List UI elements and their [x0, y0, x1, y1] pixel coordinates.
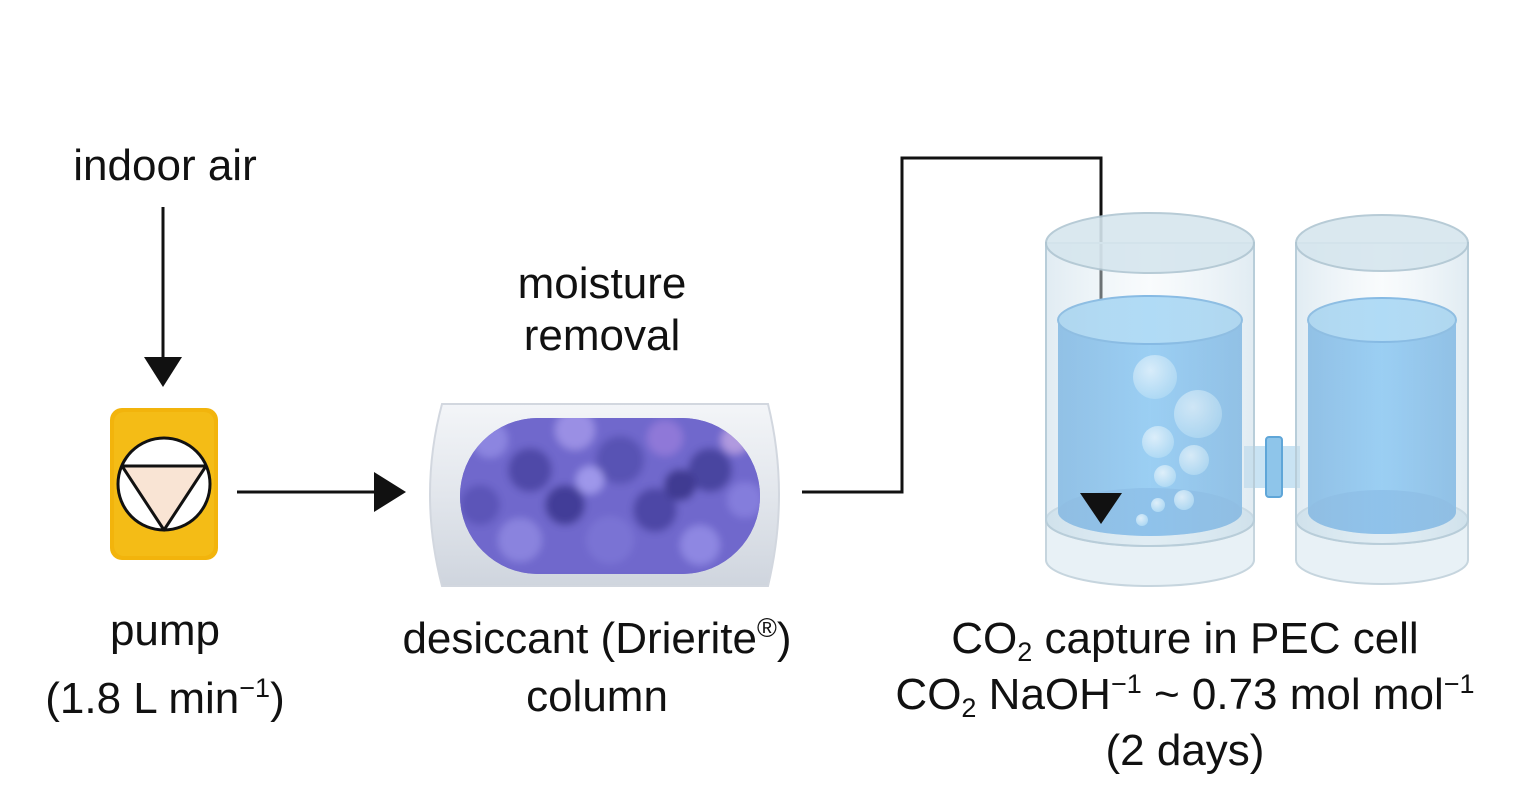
desiccant-column-icon	[429, 403, 780, 587]
ratio-co-subscript: 2	[961, 693, 977, 723]
pump-rate-close: )	[270, 674, 285, 723]
capture-line-2: CO2 NaOH−1 ~ 0.73 mol mol−1	[855, 669, 1515, 723]
indoor-air-label: indoor air	[45, 140, 285, 192]
indoor-air-text: indoor air	[73, 141, 257, 190]
pec-cell-icon	[1045, 212, 1469, 587]
capture-line-1: CO2 capture in PEC cell	[855, 613, 1515, 667]
desiccant-text: desiccant (Drierite	[402, 614, 757, 663]
capture-co-subscript: 2	[1017, 637, 1033, 667]
moisture-line-1: moisture	[517, 259, 687, 308]
gas-inlet-arrowhead	[1080, 493, 1122, 524]
pump-to-column-arrow	[237, 472, 406, 512]
ratio-naoh-text: NaOH	[976, 670, 1111, 719]
ratio-co-text: CO	[895, 670, 962, 719]
air-inlet-arrow	[144, 207, 182, 387]
desiccant-line-1: desiccant (Drierite®)	[365, 613, 829, 665]
capture-co-text: CO	[951, 614, 1018, 663]
desiccant-label: desiccant (Drierite®) column	[365, 613, 829, 723]
capture-duration: (2 days)	[1105, 726, 1265, 775]
desiccant-close: )	[776, 614, 792, 663]
pump-label: pump (1.8 L min−1)	[20, 605, 310, 725]
desiccant-line-2: column	[526, 672, 668, 721]
pump-icon	[110, 408, 218, 560]
moisture-removal-label: moisture removal	[470, 258, 734, 362]
pump-rate-text: (1.8 L min	[45, 674, 240, 723]
ratio-naoh-exponent: −1	[1110, 669, 1142, 699]
moisture-line-2: removal	[523, 311, 681, 360]
capture-rest-text: capture in PEC cell	[1032, 614, 1419, 663]
capture-label: CO2 capture in PEC cell CO2 NaOH−1 ~ 0.7…	[855, 613, 1515, 777]
pump-flow-rate: (1.8 L min−1)	[20, 673, 310, 725]
ratio-value-exponent: −1	[1443, 669, 1475, 699]
pump-rate-exponent: −1	[239, 673, 271, 703]
registered-mark: ®	[757, 613, 777, 643]
pump-text: pump	[109, 606, 221, 655]
ratio-value-text: ~ 0.73 mol mol	[1141, 670, 1444, 719]
